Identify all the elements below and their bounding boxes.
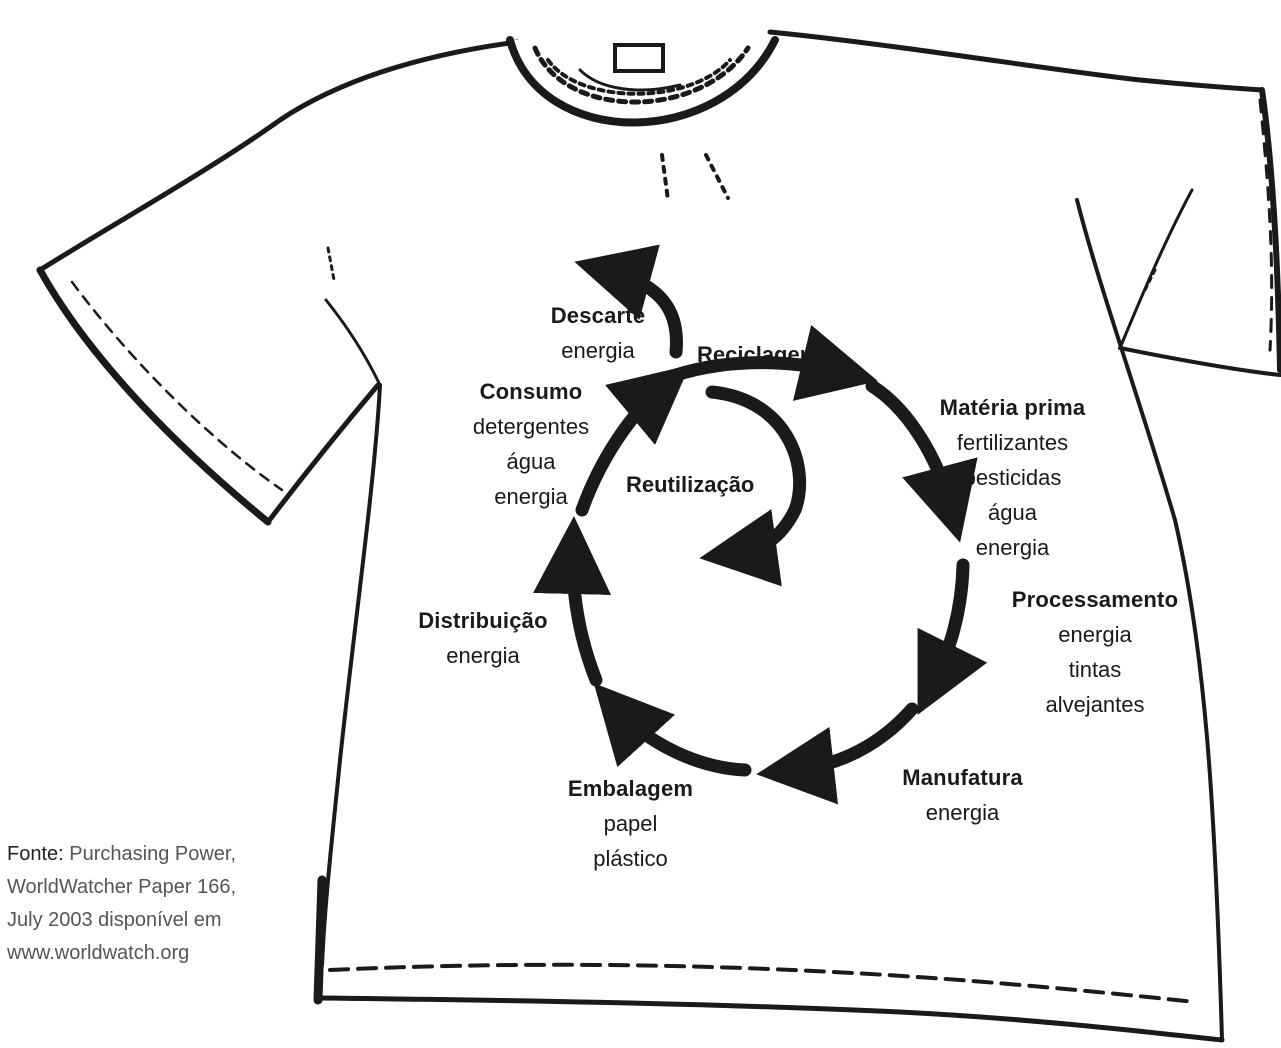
stage-item: água (506, 449, 556, 474)
source-text: Purchasing Power, (69, 843, 237, 865)
source-line-3: July 2003 disponível em (7, 909, 222, 931)
arrow-distribuicao (533, 516, 612, 687)
stage-item: energia (494, 484, 568, 509)
source-url: www.worldwatch.org (7, 942, 190, 964)
tshirt-collar (326, 36, 1157, 292)
stage-embalagem: Embalagem papel plástico (548, 771, 713, 876)
lifecycle-cycle-arrows (533, 244, 988, 805)
arrow-processamento (917, 558, 988, 715)
stage-item: plástico (593, 846, 668, 871)
stage-item: energia (975, 535, 1050, 560)
stage-item: tintas (1068, 657, 1122, 682)
stage-distribuicao: Distribuição energia (398, 603, 568, 673)
arrow-materia-prima (865, 379, 978, 543)
stage-reutilizacao: Reutilização (626, 472, 755, 497)
stage-reciclagem: Reciclagem (697, 342, 820, 367)
stage-title: Distribuição (418, 608, 548, 633)
source-line-1: Fonte: Purchasing Power, (7, 838, 307, 871)
arrow-reutilizacao (699, 385, 807, 587)
stage-item: papel (603, 811, 658, 836)
stage-title: Manufatura (902, 765, 1023, 790)
stage-descarte: Descarte energia (530, 298, 666, 368)
stage-item: energia (1058, 622, 1132, 647)
stage-title: Processamento (1011, 587, 1179, 612)
stage-materia-prima: Matéria prima fertilizantes pesticidas á… (915, 390, 1110, 565)
stage-item: água (988, 500, 1037, 525)
stage-item: energia (446, 643, 520, 668)
stage-title: Matéria prima (939, 395, 1086, 420)
arrow-reciclagem (669, 324, 878, 401)
source-line-2: WorldWatcher Paper 166, (7, 876, 236, 898)
source-citation: Fonte: Purchasing Power, WorldWatcher Pa… (7, 838, 307, 970)
stage-consumo: Consumo detergentes água energia (456, 374, 606, 514)
stage-item: pesticidas (963, 465, 1062, 490)
stage-title: Consumo (479, 379, 583, 404)
arrow-embalagem (593, 683, 752, 777)
stage-processamento: Processamento energia tintas alvejantes (990, 582, 1200, 722)
stage-title: Descarte (550, 303, 646, 328)
tshirt-outline (36, 29, 1281, 1043)
arrow-consumo (575, 365, 690, 517)
stage-title: Embalagem (567, 776, 694, 801)
stage-item: alvejantes (1045, 692, 1145, 717)
stage-item: fertilizantes (956, 430, 1069, 455)
arrow-manufatura (756, 702, 919, 805)
stage-item: energia (925, 800, 1000, 825)
source-label: Fonte: (7, 843, 64, 865)
arrow-descarte (574, 244, 683, 359)
stage-item: detergentes (472, 414, 590, 439)
stage-manufatura: Manufatura energia (880, 760, 1045, 830)
stage-item: energia (561, 338, 635, 363)
